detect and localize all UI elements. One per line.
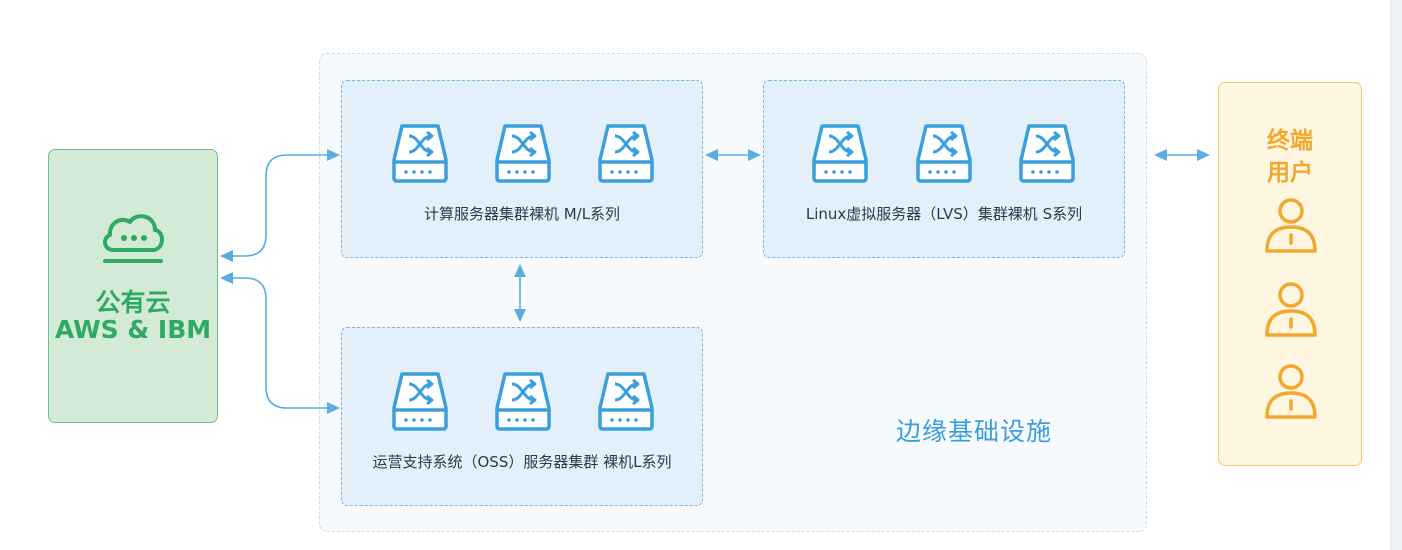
server-group-lvs: Linux虚拟服务器（LVS）集群裸机 S系列 [763,80,1125,258]
end-users-box: 终端 用户 [1218,82,1362,466]
server-switch-icon [1019,124,1075,183]
server-group-compute: 计算服务器集群裸机 M/L系列 [341,80,703,258]
arrowhead-right [327,149,340,161]
connector-cloud-oss [232,277,328,409]
server-group-lvs-label: Linux虚拟服务器（LVS）集群裸机 S系列 [805,205,1083,223]
end-users-title: 终端 [1267,128,1313,154]
user-icon [1265,282,1317,337]
end-users-subtitle: 用户 [1267,160,1313,186]
server-group-compute-label: 计算服务器集群裸机 M/L系列 [423,205,621,223]
arrowhead-left [220,272,233,284]
server-group-oss-label: 运营支持系统（OSS）服务器集群 裸机L系列 [372,453,672,471]
arrowhead-left [220,250,233,262]
arrowhead-up [514,264,526,277]
arrowhead-right [327,402,340,414]
arrowhead-right [1197,149,1210,161]
cloud-icon [103,214,164,263]
server-group-oss: 运营支持系统（OSS）服务器集群 裸机L系列 [341,327,703,506]
arrowhead-left [1154,149,1167,161]
server-switch-icon [495,372,551,431]
public-cloud-box: 公有云 AWS & IBM [48,149,218,423]
arrowhead-right [748,149,761,161]
edge-infrastructure-label: 边缘基础设施 [896,417,1053,446]
server-switch-icon [598,372,654,431]
user-icon [1265,364,1317,419]
server-switch-icon [392,372,448,431]
server-switch-icon [392,124,448,183]
arrowhead-left [705,149,718,161]
server-switch-icon [812,124,868,183]
server-switch-icon [916,124,972,183]
public-cloud-subtitle: AWS & IBM [54,315,212,344]
scrollbar-track[interactable] [1390,0,1402,550]
connector-cloud-compute [232,154,328,257]
public-cloud-title: 公有云 [95,288,171,317]
server-switch-icon [598,124,654,183]
user-icon [1265,198,1317,253]
arrowhead-down [514,309,526,322]
server-switch-icon [495,124,551,183]
